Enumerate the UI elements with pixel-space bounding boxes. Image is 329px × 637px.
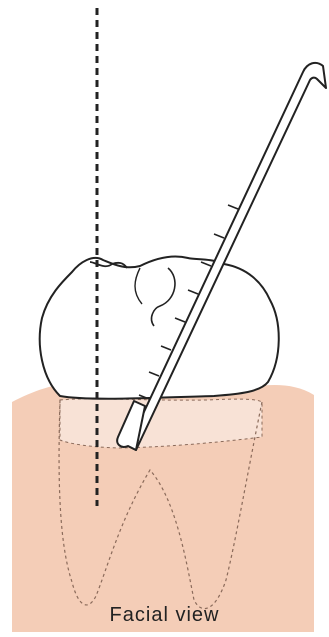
caption-facial-view: Facial view bbox=[0, 604, 329, 627]
